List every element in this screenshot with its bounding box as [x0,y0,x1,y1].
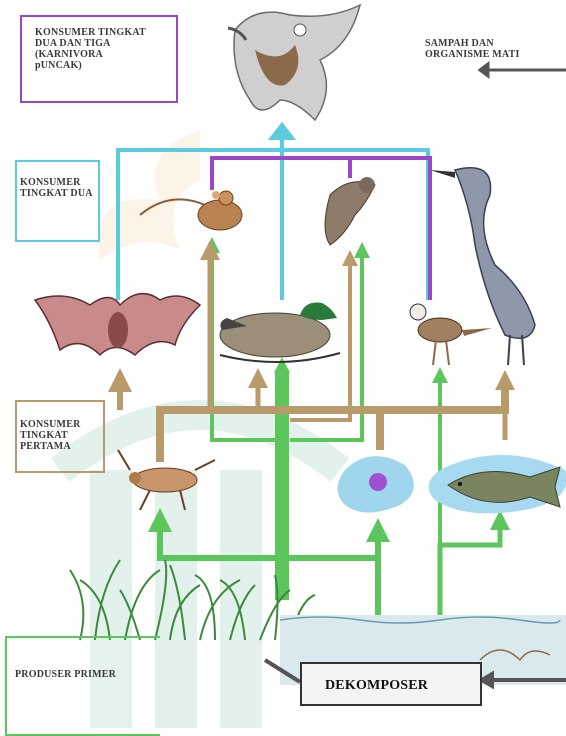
fish-illustration [429,455,566,513]
decomposer-label: DEKOMPOSER [325,678,428,693]
secondary-consumer-box [15,160,100,242]
sparrow-illustration [325,177,375,245]
detritus-arrow [480,64,566,76]
bat-illustration [35,294,200,355]
duck-illustration [220,303,340,363]
detritus-label: SAMPAH DAN ORGANISME MATI [425,38,520,60]
water-mite-illustration [338,456,414,512]
top-consumer-label: KONSUMER TINGKAT DUA DAN TIGA (KARNIVORA… [35,27,146,71]
primary-consumer-label: KONSUMER TINGKAT PERTAMA [20,419,81,452]
producer-box [5,636,160,736]
eagle-illustration [228,5,360,120]
killdeer-illustration [410,304,492,365]
top-consumer-arrows [212,158,430,300]
producer-label: PRODUSER PRIMER [15,669,116,680]
secondary-consumer-label: KONSUMER TINGKAT DUA [20,177,93,199]
